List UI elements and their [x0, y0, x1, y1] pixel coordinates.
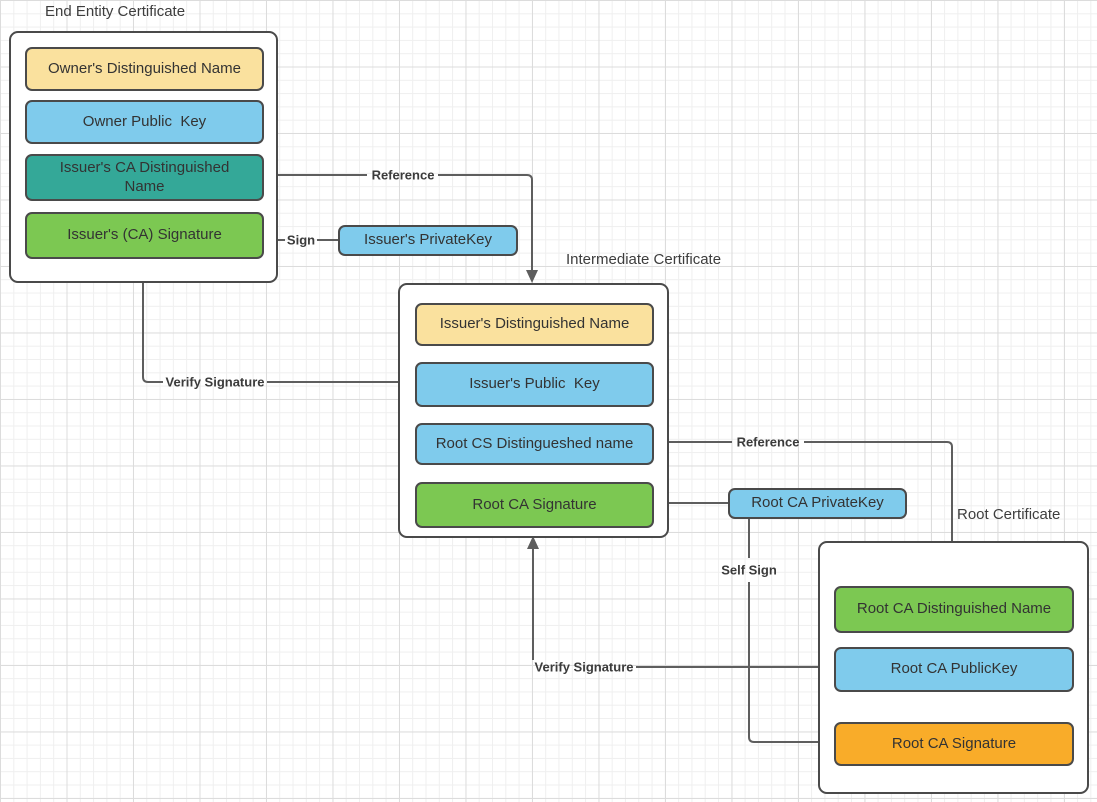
- sign-label: Sign: [286, 232, 316, 248]
- reference-top-arrow: [263, 174, 538, 283]
- owner-distinguished-name-field: Owner's Distinguished Name: [25, 47, 264, 91]
- end-entity-certificate-box: Owner's Distinguished Name Owner Public …: [9, 31, 278, 283]
- verify-signature-bottom-arrow: [527, 536, 832, 668]
- verify-signature-left-label: Verify Signature: [165, 374, 265, 390]
- root-cs-distinguished-name-field: Root CS Distingueshed name: [415, 423, 654, 465]
- end-entity-certificate-title: End Entity Certificate: [45, 3, 186, 20]
- root-certificate-box: Root CA Distinguished Name Root CA Publi…: [818, 541, 1089, 794]
- intermediate-certificate-title: Intermediate Certificate: [566, 251, 722, 268]
- issuer-public-key-field: Issuer's Public Key: [415, 362, 654, 407]
- issuer-private-key-box: Issuer's PrivateKey: [338, 225, 518, 256]
- reference-right-label: Reference: [736, 434, 800, 450]
- root-ca-private-key-box: Root CA PrivateKey: [728, 488, 907, 519]
- intermediate-certificate-box: Issuer's Distinguished Name Issuer's Pub…: [398, 283, 669, 538]
- reference-top-label: Reference: [371, 167, 435, 183]
- root-ca-signature-field: Root CA Signature: [834, 722, 1074, 766]
- root-certificate-title: Root Certificate: [957, 506, 1061, 523]
- issuer-ca-distinguished-name-field: Issuer's CA Distinguished Name: [25, 154, 264, 201]
- issuer-ca-signature-field: Issuer's (CA) Signature: [25, 212, 264, 259]
- self-sign-label: Self Sign: [721, 562, 777, 578]
- root-ca-public-key-field: Root CA PublicKey: [834, 647, 1074, 692]
- owner-public-key-field: Owner Public Key: [25, 100, 264, 144]
- root-ca-distinguished-name-field: Root CA Distinguished Name: [834, 586, 1074, 633]
- issuer-distinguished-name-field: Issuer's Distinguished Name: [415, 303, 654, 346]
- verify-signature-bottom-label: Verify Signature: [534, 659, 634, 675]
- root-ca-signature-intermediate-field: Root CA Signature: [415, 482, 654, 528]
